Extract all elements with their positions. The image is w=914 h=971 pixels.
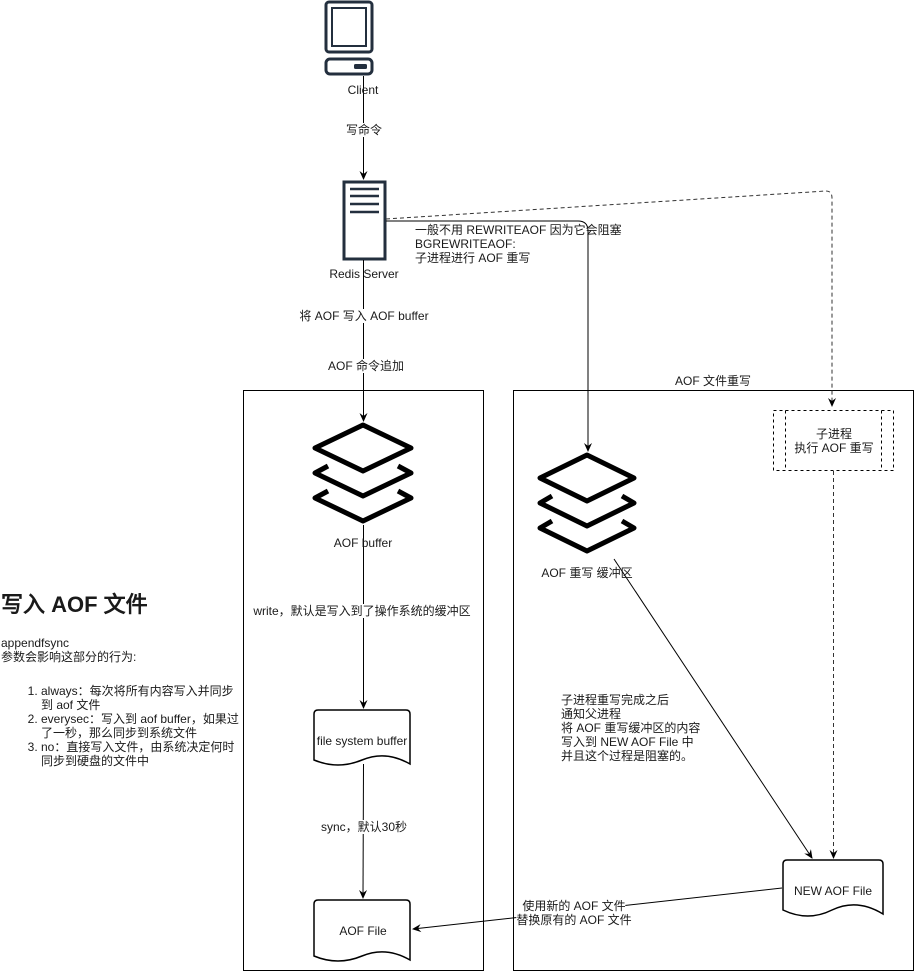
- option-always: always：每次将所有内容写入并同步到 aof 文件: [41, 684, 241, 712]
- edge-label-write-cmd: 写命令: [345, 123, 383, 137]
- section-title: 写入 AOF 文件: [1, 592, 148, 617]
- fs-buffer-label: file system buffer: [316, 734, 408, 748]
- rewrite-note-line3: 子进程进行 AOF 重写: [415, 251, 531, 265]
- notify-line2: 通知父进程: [561, 707, 622, 721]
- note-intro-line2: 参数会影响这部分的行为:: [1, 650, 137, 664]
- edge-server-rewrite-buffer: [386, 220, 592, 452]
- edge-label-write-to-buffer: 将 AOF 写入 AOF buffer: [299, 309, 429, 323]
- child-process-line1: 子进程: [815, 427, 853, 441]
- rewrite-note-line1: 一般不用 REWRITEAOF 因为它会阻塞: [415, 223, 622, 237]
- replace-line1: 使用新的 AOF 文件: [522, 899, 626, 913]
- notify-line3: 将 AOF 重写缓冲区的内容: [561, 721, 701, 735]
- child-process-box: [773, 410, 894, 471]
- edge-label-append: AOF 命令追加: [327, 359, 405, 373]
- computer-icon: [324, 0, 374, 76]
- rewrite-note-line2: BGREWRITEAOF:: [415, 237, 516, 251]
- option-everysec: everysec：写入到 aof buffer，如果过了一秒，那么同步到系统文件: [41, 712, 241, 740]
- edge-label-write-default: write，默认是写入到了操作系统的缓冲区: [253, 604, 471, 618]
- appendfsync-note: appendfsync 参数会影响这部分的行为: always：每次将所有内容写…: [1, 636, 241, 768]
- rewrite-buffer-label: AOF 重写 缓冲区: [541, 566, 633, 580]
- layers-icon: [537, 452, 637, 554]
- server-icon: [342, 180, 387, 261]
- notify-line5: 并且这个过程是阻塞的。: [561, 749, 694, 763]
- new-aof-file-label: NEW AOF File: [793, 884, 873, 898]
- aof-buffer-label: AOF buffer: [333, 536, 393, 550]
- redis-server-label: Redis Server: [329, 267, 399, 281]
- layers-icon: [312, 422, 414, 524]
- notify-line4: 写入到 NEW AOF File 中: [561, 735, 694, 749]
- replace-line2: 替换原有的 AOF 文件: [516, 913, 632, 927]
- option-no: no：直接写入文件，由系统决定何时同步到硬盘的文件中: [41, 740, 241, 768]
- edge-rewrite-buffer-new-aof: [613, 558, 813, 859]
- client-label: Client: [347, 83, 379, 97]
- appendfsync-options: always：每次将所有内容写入并同步到 aof 文件 everysec：写入到…: [1, 684, 241, 768]
- note-intro-line1: appendfsync: [1, 636, 70, 650]
- rewrite-section-title: AOF 文件重写: [674, 374, 752, 388]
- edge-label-sync-default: sync，默认30秒: [320, 820, 408, 834]
- child-process-line2: 执行 AOF 重写: [794, 441, 874, 455]
- notify-line1: 子进程重写完成之后: [561, 693, 670, 707]
- new-aof-file-shape: [782, 859, 884, 917]
- fs-buffer-shape: [313, 709, 411, 766]
- aof-file-label: AOF File: [339, 924, 387, 938]
- aof-file-shape: [313, 899, 411, 962]
- edge-server-child-process: [385, 190, 836, 407]
